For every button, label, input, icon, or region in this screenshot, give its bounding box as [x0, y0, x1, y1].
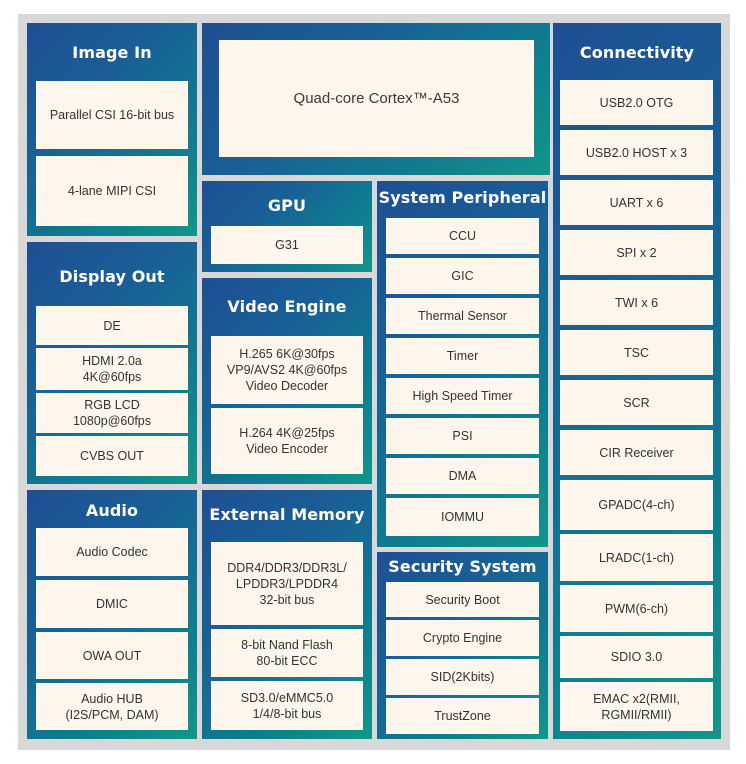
image-in-item-parallel-csi: Parallel CSI 16-bit bus: [36, 81, 188, 149]
connectivity-item-usb-otg: USB2.0 OTG: [560, 80, 713, 125]
system-peripheral-item-ccu: CCU: [386, 218, 539, 254]
system-peripheral-item-iommu: IOMMU: [386, 498, 539, 536]
display-out-title: Display Out: [59, 267, 165, 286]
audio-item-owa-out: OWA OUT: [36, 632, 188, 679]
system-peripheral-item-high-speed-timer: High Speed Timer: [386, 378, 539, 414]
external-memory-panel: External Memory DDR4/DDR3/DDR3L/ LPDDR3/…: [202, 490, 372, 739]
video-engine-title: Video Engine: [227, 297, 347, 316]
connectivity-item-uart: UART x 6: [560, 180, 713, 225]
connectivity-item-scr: SCR: [560, 380, 713, 425]
system-peripheral-item-thermal-sensor: Thermal Sensor: [386, 298, 539, 334]
audio-item-codec: Audio Codec: [36, 528, 188, 576]
audio-item-dmic: DMIC: [36, 580, 188, 628]
image-in-title: Image In: [72, 43, 152, 62]
security-system-item-secure-boot: Security Boot: [386, 582, 539, 617]
gpu-panel: GPU G31: [202, 181, 372, 272]
display-out-item-hdmi: HDMI 2.0a 4K@60fps: [36, 348, 188, 390]
display-out-panel: Display Out DE HDMI 2.0a 4K@60fps RGB LC…: [27, 242, 197, 484]
connectivity-item-emac: EMAC x2(RMII, RGMII/RMII): [560, 682, 713, 731]
connectivity-item-pwm: PWM(6-ch): [560, 585, 713, 632]
connectivity-item-sdio: SDIO 3.0: [560, 636, 713, 678]
system-peripheral-panel: System Peripheral CCU GIC Thermal Sensor…: [377, 181, 548, 547]
video-engine-item-decoder: H.265 6K@30fps VP9/AVS2 4K@60fps Video D…: [211, 336, 363, 404]
connectivity-title: Connectivity: [579, 43, 695, 62]
video-engine-panel: Video Engine H.265 6K@30fps VP9/AVS2 4K@…: [202, 278, 372, 484]
display-out-item-de: DE: [36, 306, 188, 345]
system-peripheral-item-dma: DMA: [386, 458, 539, 494]
connectivity-item-spi: SPI x 2: [560, 230, 713, 275]
audio-item-audio-hub: Audio HUB (I2S/PCM, DAM): [36, 683, 188, 730]
external-memory-item-nand: 8-bit Nand Flash 80-bit ECC: [211, 629, 363, 677]
display-out-item-rgb-lcd: RGB LCD 1080p@60fps: [36, 393, 188, 433]
connectivity-panel: Connectivity USB2.0 OTG USB2.0 HOST x 3 …: [553, 23, 721, 739]
security-system-panel: Security System Security Boot Crypto Eng…: [377, 552, 548, 739]
connectivity-item-cir-receiver: CIR Receiver: [560, 430, 713, 475]
block-diagram-frame: Image In Parallel CSI 16-bit bus 4-lane …: [18, 14, 730, 750]
security-system-item-sid: SID(2Kbits): [386, 659, 539, 695]
system-peripheral-item-psi: PSI: [386, 418, 539, 454]
cpu-panel: Quad-core Cortex™-A53: [202, 23, 550, 175]
system-peripheral-item-gic: GIC: [386, 258, 539, 294]
connectivity-item-usb-host: USB2.0 HOST x 3: [560, 130, 713, 175]
audio-title: Audio: [85, 501, 139, 520]
connectivity-item-lradc: LRADC(1-ch): [560, 534, 713, 581]
cpu-label: Quad-core Cortex™-A53: [219, 40, 534, 157]
external-memory-title: External Memory: [209, 505, 365, 524]
image-in-panel: Image In Parallel CSI 16-bit bus 4-lane …: [27, 23, 197, 236]
video-engine-item-encoder: H.264 4K@25fps Video Encoder: [211, 408, 363, 474]
external-memory-item-sd-emmc: SD3.0/eMMC5.0 1/4/8-bit bus: [211, 681, 363, 730]
image-in-item-mipi-csi: 4-lane MIPI CSI: [36, 156, 188, 226]
external-memory-item-dram: DDR4/DDR3/DDR3L/ LPDDR3/LPDDR4 32-bit bu…: [211, 542, 363, 625]
security-system-item-trustzone: TrustZone: [386, 698, 539, 734]
security-system-title: Security System: [388, 557, 537, 576]
system-peripheral-item-timer: Timer: [386, 338, 539, 374]
connectivity-item-twi: TWI x 6: [560, 280, 713, 325]
security-system-item-crypto-engine: Crypto Engine: [386, 620, 539, 656]
connectivity-item-tsc: TSC: [560, 330, 713, 375]
audio-panel: Audio Audio Codec DMIC OWA OUT Audio HUB…: [27, 490, 197, 739]
system-peripheral-title: System Peripheral: [378, 188, 547, 207]
gpu-item-g31: G31: [211, 226, 363, 264]
gpu-title: GPU: [267, 196, 307, 215]
connectivity-item-gpadc: GPADC(4-ch): [560, 480, 713, 530]
display-out-item-cvbs: CVBS OUT: [36, 436, 188, 476]
